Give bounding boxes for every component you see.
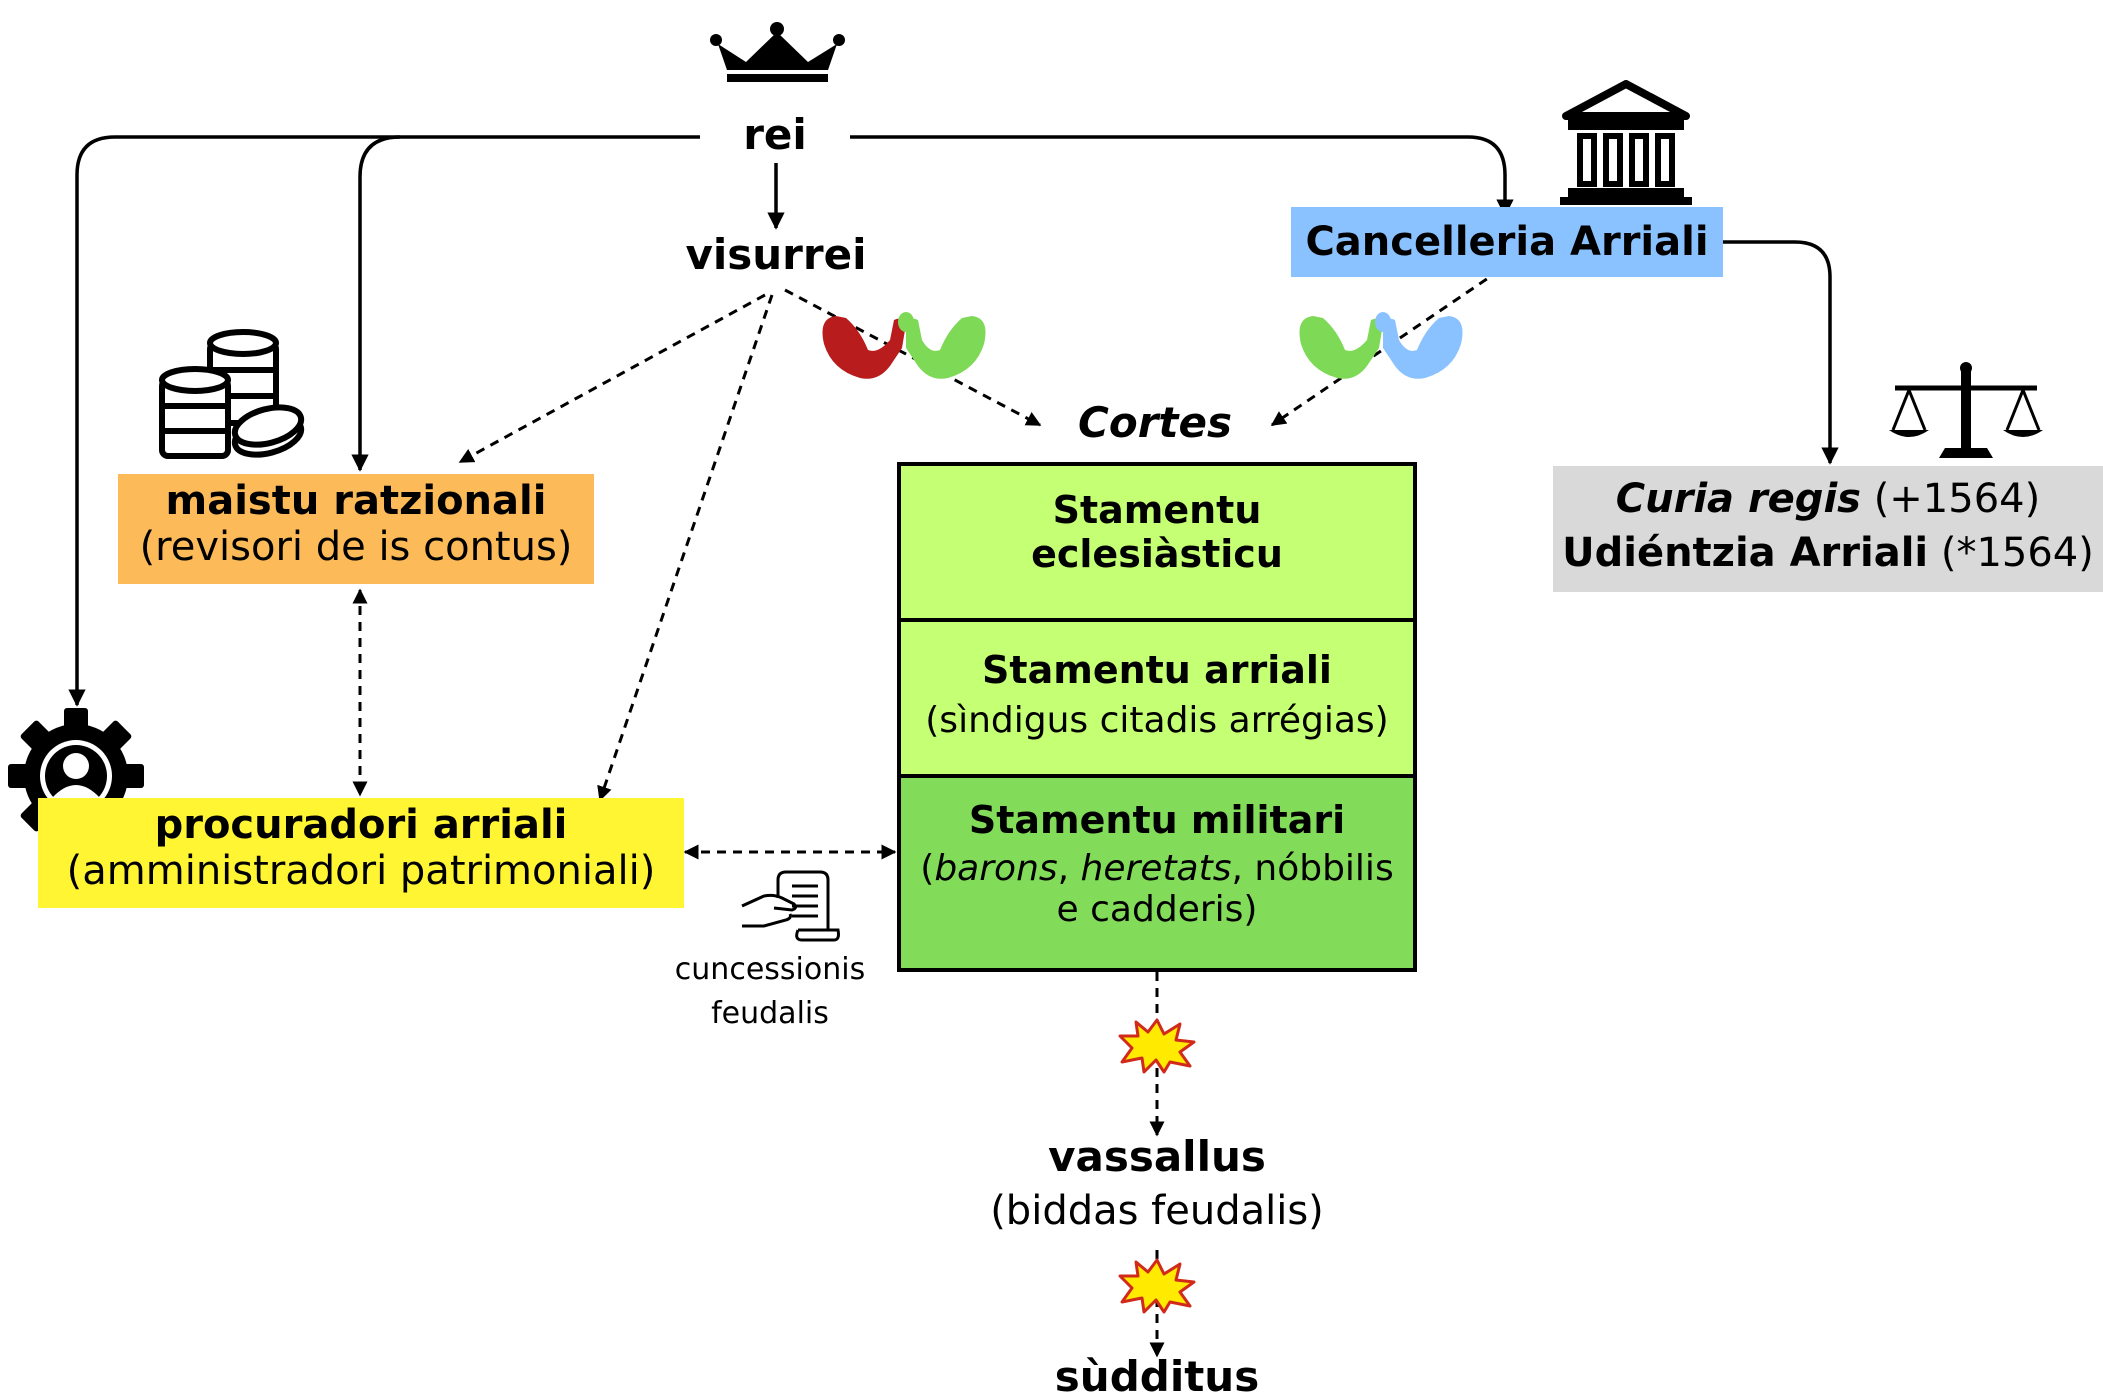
udientzia-note: (*1564) [1940, 530, 2094, 576]
stamentu-arriali-subtitle: (sìndigus citadis arrégias) [925, 700, 1389, 741]
stamentu-arriali-title: Stamentu arriali [982, 648, 1332, 692]
procuradori-title: procuradori arriali [154, 802, 568, 848]
vassallus-node: vassallus (biddas feudalis) [957, 1132, 1357, 1235]
maistu-subtitle: (revisori de is contus) [139, 524, 573, 570]
visurrei-to-maistu-line [458, 293, 766, 464]
militari-heretats: heretats [1080, 848, 1232, 889]
maistu-title: maistu ratzionali [165, 478, 547, 524]
sudditus-label: sùdditus [1054, 1352, 1260, 1398]
visurrei-label: visurrei [676, 230, 876, 280]
curia-note: (+1564) [1873, 476, 2041, 522]
stamentu-militari-subtitle: (barons, heretats, nóbbilis [901, 848, 1413, 889]
crown-icon [710, 22, 845, 82]
curia-title: Curia regis [1615, 476, 1861, 522]
curia-box: Curia regis (+1564) Udiéntzia Arriali (*… [1553, 466, 2103, 592]
cuncessionis-label: cuncessionis feudalis [640, 948, 900, 1035]
rei-to-procuradori-line [68, 135, 715, 707]
militari-nobbilis: , nóbbilis [1231, 848, 1394, 889]
scroll-hand-icon [741, 870, 840, 942]
stamentu-militari-box: ( Stamentu militari (barons, heretats, n… [897, 774, 1417, 972]
stamentu-arriali-box: Stamentu arriali (sìndigus citadis arrég… [897, 618, 1417, 778]
explosion-icon [1118, 1018, 1196, 1074]
cancelleria-to-curia-line [1720, 240, 1839, 465]
maistu-box: maistu ratzionali (revisori de is contus… [118, 474, 594, 584]
udientzia-title: Udiéntzia Arriali [1562, 530, 1929, 576]
arm-wrestling-icon [822, 312, 986, 379]
cortes-label: Cortes [1078, 398, 1232, 447]
cancelleria-to-cortes-line [1270, 268, 1501, 427]
rei-label: rei [700, 110, 850, 160]
procuradori-box: procuradori arriali (amministradori patr… [38, 798, 684, 908]
militari-comma: , [1057, 848, 1081, 889]
stamentu-eclesiasticu-line1: Stamentu [1052, 488, 1262, 532]
vassallus-subtitle: (biddas feudalis) [990, 1187, 1324, 1234]
stamentu-eclesiasticu-box: Stamentu eclesiàsticu [897, 462, 1417, 622]
militari-paren-open: ( [920, 848, 935, 889]
coins-icon [159, 329, 305, 459]
explosion-icon [1118, 1258, 1196, 1314]
cuncessionis-line1: cuncessionis [674, 952, 866, 987]
rei-to-maistu-line [351, 135, 401, 472]
rei-to-cancelleria-line [838, 135, 1514, 217]
stamentu-eclesiasticu-line2: eclesiàsticu [1031, 532, 1283, 576]
stamentu-militari-title-text: Stamentu militari [968, 798, 1346, 842]
arm-wrestling-icon [1299, 312, 1463, 379]
militari-barons: barons [934, 848, 1058, 889]
scales-icon [1889, 362, 2043, 458]
vassallus-title: vassallus [1048, 1132, 1266, 1181]
cancelleria-box: Cancelleria Arriali [1291, 207, 1723, 277]
stamentu-militari-subtitle-line2: e cadderis) [1056, 889, 1258, 930]
courthouse-icon [1560, 80, 1692, 205]
visurrei-to-procuradori-line [597, 294, 774, 802]
procuradori-subtitle: (amministradori patrimoniali) [66, 848, 656, 894]
cuncessionis-line2: feudalis [711, 995, 829, 1031]
